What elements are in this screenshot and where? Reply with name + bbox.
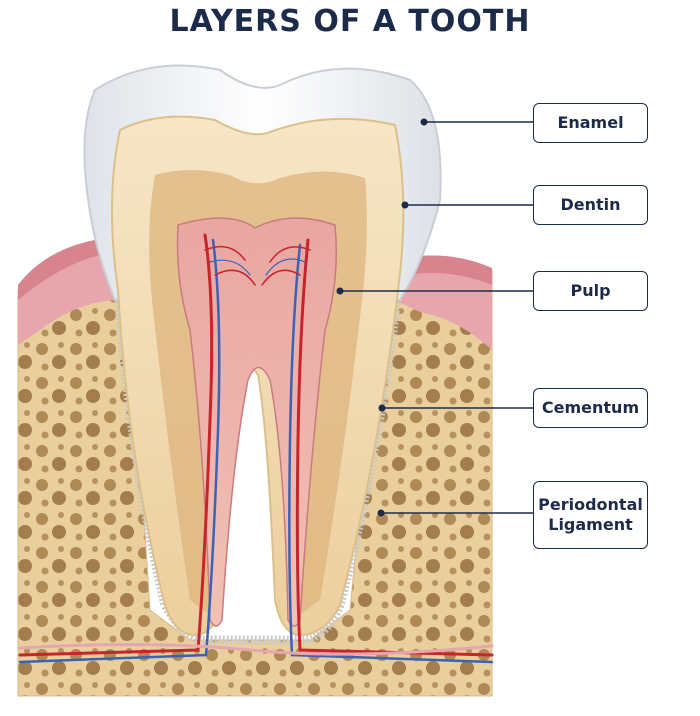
blood-vessels <box>18 233 494 664</box>
label-enamel: Enamel <box>533 103 648 143</box>
label-dentin: Dentin <box>533 185 648 225</box>
label-cementum-text: Cementum <box>541 398 640 417</box>
label-pulp: Pulp <box>533 271 648 311</box>
label-periodontal-ligament-text: Periodontal Ligament <box>538 495 643 534</box>
label-pulp-text: Pulp <box>570 281 611 300</box>
label-dentin-text: Dentin <box>560 195 621 214</box>
gum-tissue <box>18 240 492 350</box>
leader-lines <box>340 121 533 514</box>
diagram-title: LAYERS OF A TOOTH <box>169 4 531 39</box>
label-enamel-text: Enamel <box>557 113 624 132</box>
label-periodontal-ligament: Periodontal Ligament <box>533 481 648 549</box>
label-cementum: Cementum <box>533 388 648 428</box>
leader-dots <box>336 118 428 517</box>
